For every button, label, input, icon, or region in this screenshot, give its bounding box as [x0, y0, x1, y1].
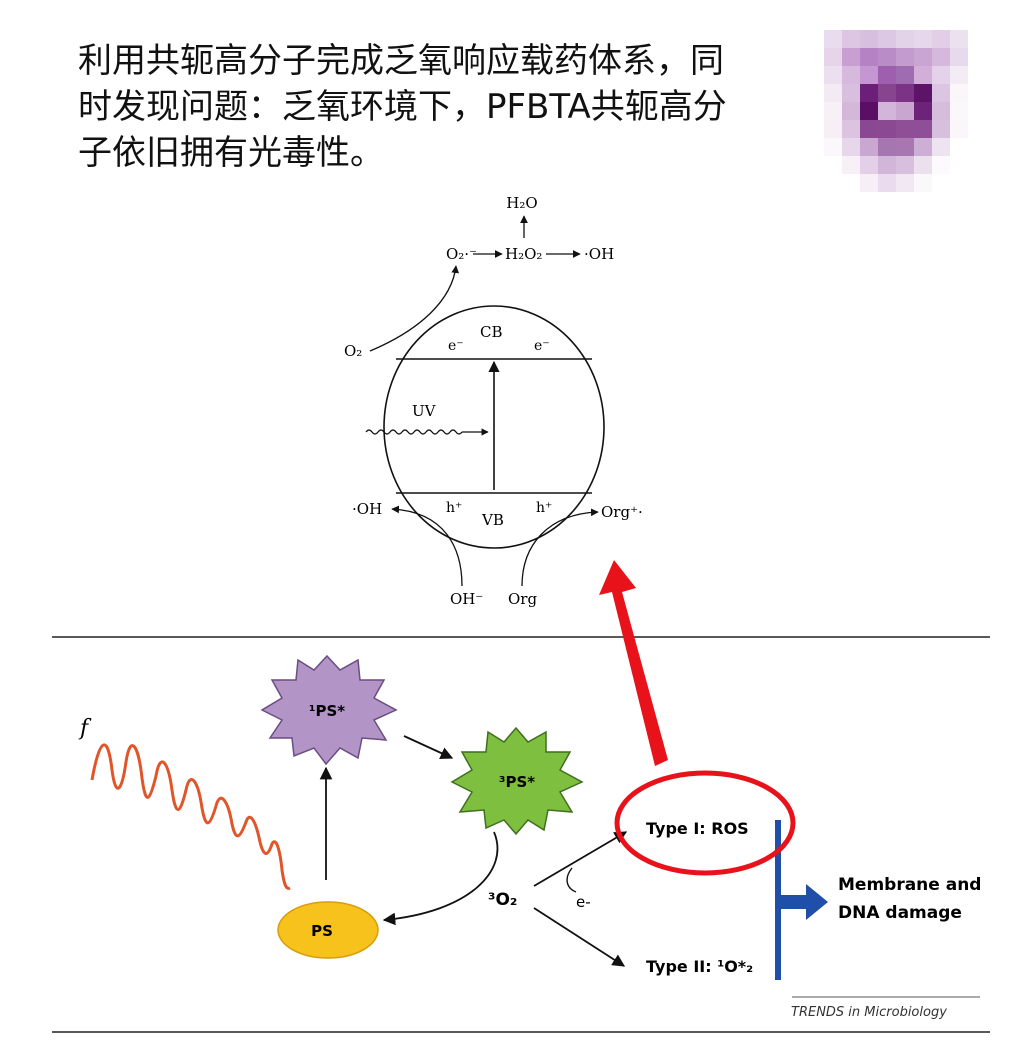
label-h2o2: H₂O₂ [505, 245, 542, 263]
highlight-arrow-icon [599, 560, 668, 766]
label-type1: Type I: ROS [646, 819, 749, 838]
heading-line-1: 利用共轭高分子完成乏氧响应载药体系，同 [78, 41, 724, 81]
label-vb: VB [481, 511, 504, 529]
label-electron-right: e⁻ [534, 338, 550, 354]
label-triplet-oxygen: ³O₂ [488, 890, 517, 910]
label-credit: TRENDS in Microbiology [791, 1005, 947, 1020]
pixelated-logo-icon [824, 30, 968, 192]
label-oh-minus: OH⁻ [450, 590, 483, 608]
arrow-singlet-to-triplet [403, 735, 454, 760]
label-hole-right: h⁺ [536, 500, 552, 516]
arrow-to-type1 [533, 831, 628, 887]
semiconductor-particle [383, 305, 605, 549]
heading-line-3: 子依旧拥有光毒性。 [78, 133, 384, 173]
label-hydroxyl-top: ·OH [584, 245, 614, 263]
semiconductor-diagram: H₂O O₂·⁻ H₂O₂ ·OH O₂ e⁻ CB e⁻ UV h⁺ h⁺ V… [344, 194, 643, 608]
label-singlet-ps: ¹PS* [309, 702, 345, 720]
label-damage-line2: DNA damage [838, 903, 962, 923]
damage-bar [775, 820, 781, 980]
label-hydroxyl-left: ·OH [352, 500, 382, 518]
light-symbol: f [78, 716, 92, 741]
annotation-overlay [599, 560, 796, 876]
arrow-to-type2 [533, 907, 626, 967]
label-uv: UV [412, 402, 437, 420]
damage-arrow-icon [781, 884, 828, 920]
singlet-ps-burst-icon [260, 654, 398, 766]
label-type2: Type II: ¹O*₂ [646, 957, 753, 976]
label-electron-transfer: e- [576, 893, 591, 911]
label-triplet-ps: ³PS* [499, 773, 535, 791]
highlight-circle [614, 770, 796, 876]
label-damage-line1: Membrane and [838, 875, 981, 895]
label-o2: O₂ [344, 342, 362, 360]
label-electron-left: e⁻ [448, 338, 464, 354]
label-org: Org [508, 590, 537, 608]
heading-line-2: 时发现问题：乏氧环境下，PFBTA共轭高分 [78, 87, 727, 127]
arrow-triplet-to-ps [382, 831, 499, 926]
electron-transfer-curve [566, 867, 577, 893]
label-h2o: H₂O [506, 194, 537, 212]
uv-wave-icon [365, 429, 463, 435]
triplet-ps-burst-icon [450, 726, 584, 836]
slide-heading: 利用共轭高分子完成乏氧响应载药体系，同 时发现问题：乏氧环境下，PFBTA共轭高… [78, 38, 778, 176]
pdt-diagram: f ¹PS* ³PS* PS ³O₂ e- Type I: ROS Type I… [78, 654, 981, 1020]
light-wave-icon [90, 743, 291, 890]
ps-ground-state [277, 901, 379, 959]
label-cb: CB [480, 323, 503, 341]
label-org-cation: Org⁺· [601, 503, 643, 521]
arrow-oh-minus-to-hydroxyl [391, 505, 463, 587]
label-superoxide: O₂·⁻ [446, 245, 477, 263]
label-ps: PS [311, 922, 333, 940]
label-hole-left: h⁺ [446, 500, 462, 516]
arrow-org-to-org-cation [521, 508, 599, 587]
arrow-o2-to-superoxide [369, 265, 460, 352]
